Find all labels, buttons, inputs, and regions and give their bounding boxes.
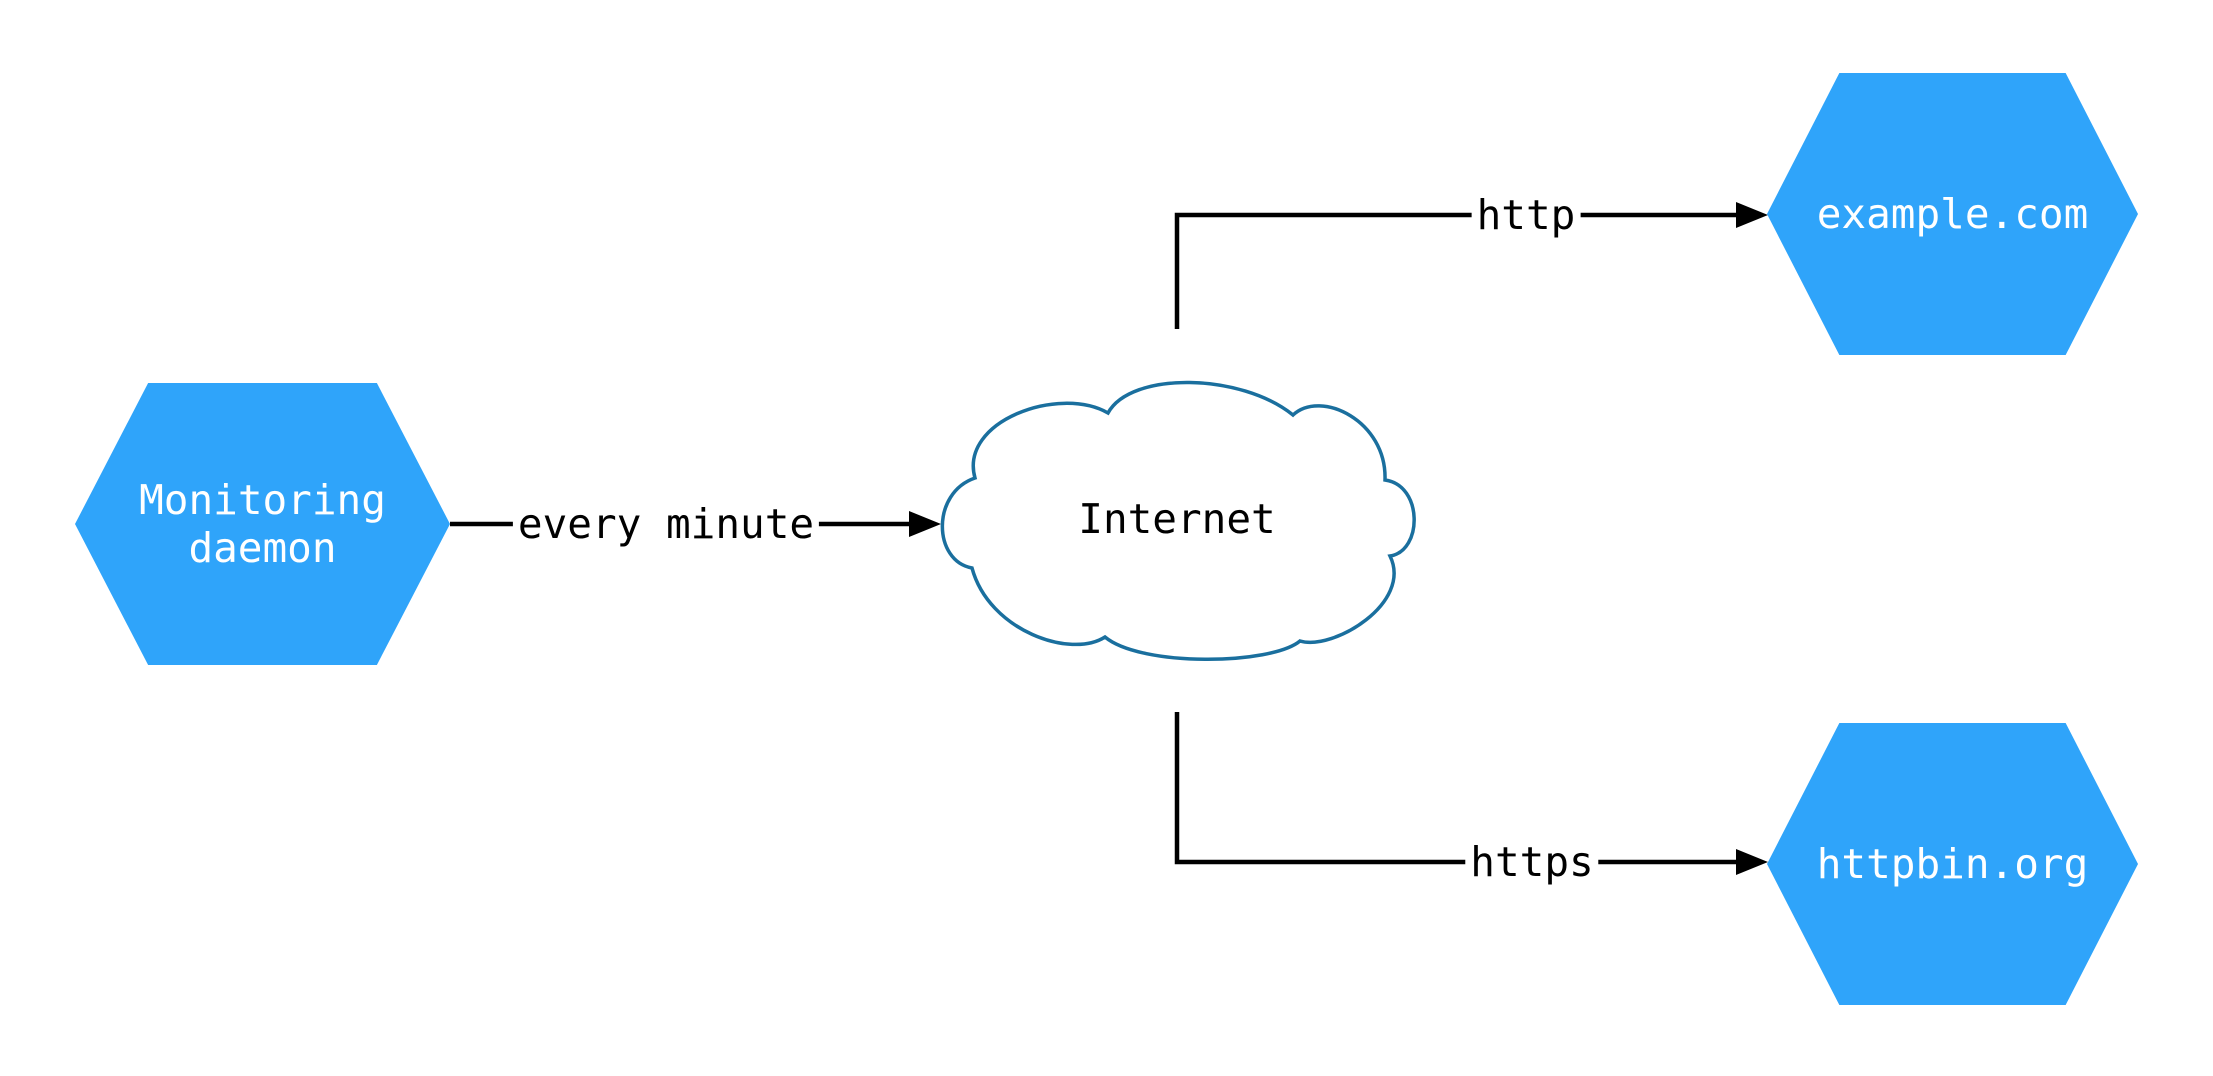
edge-http-arrowhead-icon bbox=[1736, 202, 1768, 228]
edge-every-minute-label: every minute bbox=[512, 500, 820, 548]
node-internet-label: Internet bbox=[1078, 495, 1276, 543]
edge-https-arrowhead-icon bbox=[1736, 849, 1768, 875]
node-example-com-label: example.com bbox=[1816, 190, 2089, 238]
node-monitoring-daemon: Monitoring daemon bbox=[75, 383, 450, 665]
edge-http-line bbox=[1174, 212, 1736, 329]
edge-https-label: https bbox=[1465, 838, 1599, 886]
node-httpbin-org: httpbin.org bbox=[1767, 723, 2138, 1005]
edge-https-line bbox=[1174, 712, 1736, 865]
edge-http-label: http bbox=[1471, 191, 1581, 239]
internet-cloud-icon bbox=[940, 380, 1416, 661]
node-httpbin-org-label: httpbin.org bbox=[1816, 840, 2089, 888]
node-example-com: example.com bbox=[1767, 73, 2138, 355]
node-monitoring-daemon-label: Monitoring daemon bbox=[139, 476, 386, 572]
edge-every-minute-arrowhead-icon bbox=[909, 511, 941, 537]
